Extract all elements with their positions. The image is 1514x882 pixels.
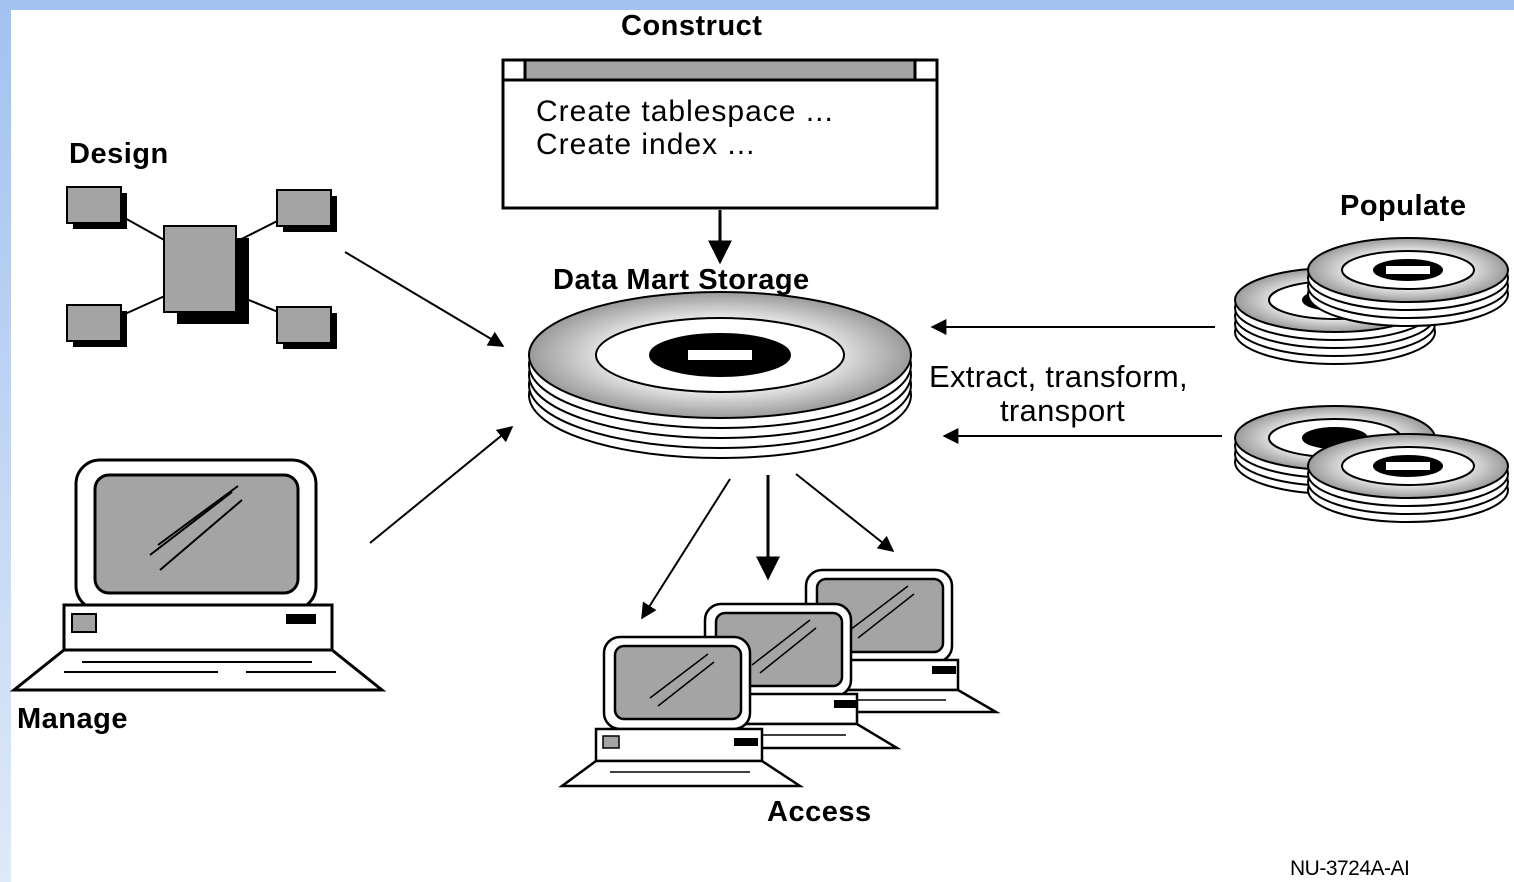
data-mart-storage-disk-icon <box>528 291 912 459</box>
design-label: Design <box>69 138 169 170</box>
access-arrow-left <box>641 478 731 620</box>
construct-window-line1: Create tablespace ... <box>536 95 834 128</box>
data-mart-storage-label: Data Mart Storage <box>553 264 810 296</box>
etl-label-line1: Extract, transform, <box>929 359 1188 394</box>
figure-id-label: NU-3724A-AI <box>1290 857 1410 880</box>
flow-arrows <box>344 210 1222 620</box>
manage-arrow <box>369 425 514 544</box>
construct-window-icon <box>501 58 939 210</box>
manage-workstation-icon <box>9 458 387 692</box>
source-disk-stack-icon <box>1234 405 1509 523</box>
populate-label: Populate <box>1340 190 1467 222</box>
access-workstation-icon <box>558 635 805 788</box>
design-arrow <box>344 251 505 347</box>
access-label: Access <box>767 796 872 828</box>
construct-window-line2: Create index ... <box>536 128 756 161</box>
access-arrow-right <box>795 473 895 552</box>
source-disk-stack-icon <box>1234 237 1509 365</box>
construct-label: Construct <box>621 10 763 42</box>
manage-label: Manage <box>17 703 128 735</box>
etl-label-line2: transport <box>1000 393 1126 428</box>
entity-relationship-diagram-icon <box>66 186 337 349</box>
